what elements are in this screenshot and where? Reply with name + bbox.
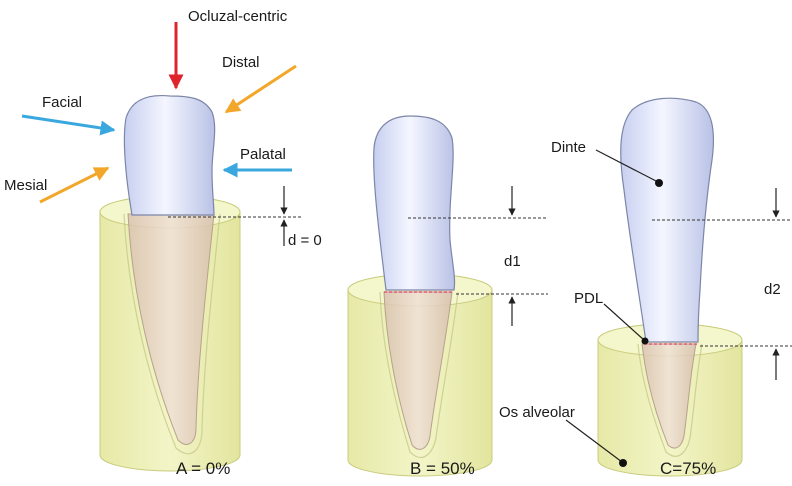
tooth-label: Dinte <box>551 139 586 156</box>
tooth-leader-dot <box>655 179 663 187</box>
panel-b-caption: B = 50% <box>410 459 475 478</box>
mesial-force-arrow <box>40 168 108 202</box>
mesial-force-label: Mesial <box>4 177 47 194</box>
panel-b <box>348 116 492 476</box>
panel-c-caption: C=75% <box>660 459 716 478</box>
d0-label: d = 0 <box>288 232 322 249</box>
tooth-crown-b <box>374 116 455 290</box>
facial-force-label: Facial <box>42 94 82 111</box>
distal-force-arrow <box>226 66 296 112</box>
d2-label: d2 <box>764 281 781 298</box>
occlusal-force-label: Ocluzal-centric <box>188 8 288 25</box>
d1-label: d1 <box>504 253 521 270</box>
panel-a <box>100 96 240 471</box>
facial-force-arrow <box>22 116 114 130</box>
pdl-leader-dot <box>642 338 649 345</box>
panel-a-caption: A = 0% <box>176 459 230 478</box>
palatal-force-label: Palatal <box>240 146 286 163</box>
bone-leader-dot <box>619 459 627 467</box>
distal-force-label: Distal <box>222 54 260 71</box>
panel-c <box>598 98 742 476</box>
bone-label: Os alveolar <box>499 404 575 421</box>
tooth-crown-a <box>124 96 214 215</box>
pdl-label: PDL <box>574 290 603 307</box>
